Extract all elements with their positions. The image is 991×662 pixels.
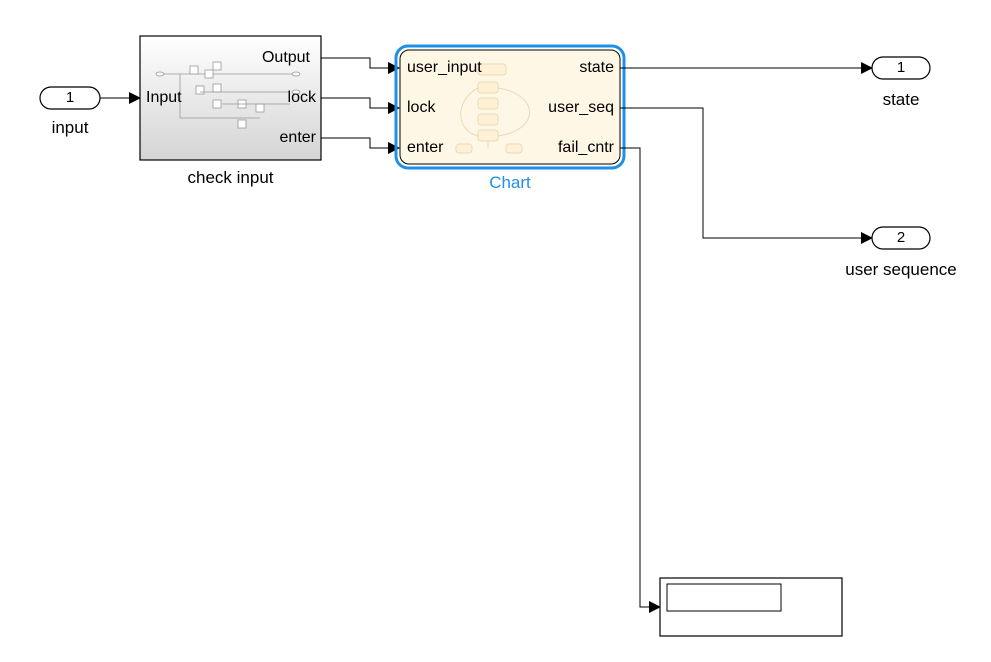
out-user-seq-port-block[interactable] bbox=[871, 226, 931, 250]
signal-line-user-seq[interactable] bbox=[620, 107, 873, 244]
chart-block[interactable] bbox=[399, 49, 621, 165]
out-state-port-number: 1 bbox=[896, 59, 906, 76]
chart-selection-outline bbox=[394, 44, 626, 170]
check-input-label: check input bbox=[187, 168, 274, 187]
check-input-out-port-enter: enter bbox=[279, 129, 316, 146]
input-port[interactable]: 1 bbox=[40, 87, 100, 109]
chart-in-port-lock: lock bbox=[407, 99, 436, 116]
signal-line-output[interactable] bbox=[321, 57, 400, 74]
input-port-number: 1 bbox=[65, 89, 75, 106]
chart-out-port-fail-cntr: fail_cntr bbox=[557, 139, 614, 156]
chart-out-port-user-seq: user_seq bbox=[548, 99, 614, 116]
chart-in-port-user-input: user_input bbox=[407, 59, 482, 76]
signal-line-enter[interactable] bbox=[321, 137, 400, 154]
display-value-box bbox=[666, 583, 782, 612]
out-state-port[interactable]: 1 bbox=[872, 57, 930, 79]
subsystem-thumbnail bbox=[155, 61, 301, 129]
out-user-seq-port[interactable]: 2 bbox=[872, 227, 930, 249]
out-state-port-block[interactable] bbox=[871, 56, 931, 80]
check-input-in-port-input: Input bbox=[146, 89, 182, 106]
chart-in-port-enter: enter bbox=[407, 139, 444, 156]
check-input-block[interactable] bbox=[139, 35, 322, 161]
check-input-out-port-lock: lock bbox=[287, 89, 316, 106]
out-state-label: state bbox=[882, 90, 920, 109]
signal-line-fail-cntr[interactable] bbox=[620, 147, 661, 613]
check-input-out-port-output: Output bbox=[261, 49, 310, 66]
chart-out-port-state: state bbox=[579, 59, 614, 76]
out-user-seq-port-number: 2 bbox=[896, 229, 906, 246]
input-port-label: input bbox=[51, 118, 89, 137]
signal-line-lock[interactable] bbox=[321, 97, 400, 114]
chart-label: Chart bbox=[489, 173, 531, 192]
out-user-seq-label: user sequence bbox=[845, 260, 957, 279]
chart-thumbnail bbox=[455, 63, 530, 154]
